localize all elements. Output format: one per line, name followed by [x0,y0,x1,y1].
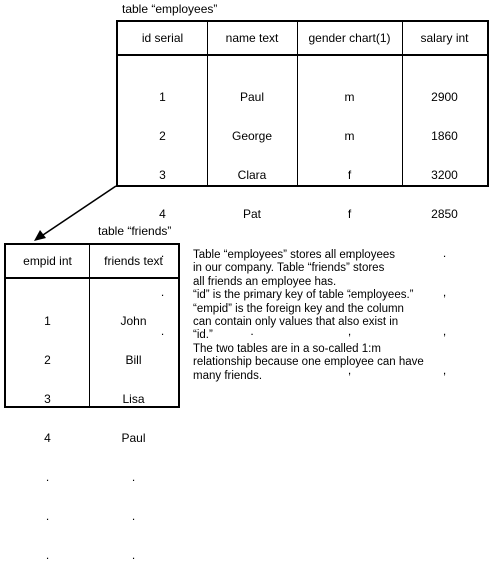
employees-id-cell: . [160,285,165,299]
friends-header-empid: empid int [23,254,72,268]
relationship-arrow-line [39,185,117,238]
friends-text-cell: Bill [125,353,142,367]
friends-column-divider [89,245,90,406]
description-line: can contain only values that also exist … [193,316,399,329]
friends-text-cell: Paul [121,431,146,445]
employees-gender-cell: m [344,129,355,143]
description-line: many friends. [193,369,263,382]
employees-header-salary: salary int [420,31,469,45]
employees-column-divider [207,22,208,185]
employees-name-cell: Clara [237,168,267,182]
friends-table: empid int friends text 1 2 3 4 . . . Joh… [4,243,180,562]
employees-salary-cell: 2900 [431,90,458,104]
description-line: “id.” [193,329,213,342]
employees-gender-cell: , [347,324,352,338]
friends-text-cell: . [131,509,136,523]
employees-name-cell: Paul [239,90,265,104]
description-line: “id” is the primary key of table “employ… [193,289,414,302]
friends-text-cell: . [131,548,136,562]
description-line: “empid” is the foreign key and the colum… [193,302,404,315]
employees-table: id serial name text gender chart(1) sala… [116,20,489,377]
employees-id-column: 1 2 3 4 . . . [118,65,207,390]
friends-empid-cell: 1 [44,314,51,328]
description-line: in our company. Table “friends” stores [193,262,385,275]
friends-empid-cell: . [45,470,50,484]
friends-text-cell: . [131,470,136,484]
employees-header-row: id serial name text gender chart(1) sala… [118,22,487,56]
employees-name-cell: . [250,246,254,260]
employees-id-cell: . [160,246,165,260]
employees-id-cell: 4 [159,207,166,221]
description-line: The two tables are in a so-called 1:m [193,342,381,355]
employees-id-cell: . [160,324,165,338]
description-text: Table “employees” stores all employees i… [193,249,424,383]
employees-header-id: id serial [141,31,184,45]
friends-empid-column: 1 2 3 4 . . . [6,289,89,588]
friends-header-row: empid int friends text [6,245,178,279]
employees-salary-cell: , [442,363,447,377]
friends-empid-cell: 3 [44,392,51,406]
description-line: all friends an employee has. [193,275,337,288]
relationship-arrow [34,185,117,241]
friends-text-cell: Lisa [122,392,145,406]
employees-table-caption: table “employees” [122,2,218,16]
friends-table-caption: table “friends” [98,224,172,238]
employees-salary-cell: 1860 [431,129,458,143]
employees-name-column: Paul George Clara Pat . . . [207,65,297,390]
employees-column-divider [297,22,298,185]
employees-name-cell: . [250,324,254,338]
employees-gender-cell: . [347,246,352,260]
employees-gender-column: m m f f . , , , [297,65,402,403]
description-line: relationship because one employee can ha… [193,356,424,369]
friends-empid-cell: . [45,509,50,523]
employees-gender-cell: f [347,207,352,221]
friends-text-cell: John [120,314,147,328]
employees-salary-cell: , [442,324,447,338]
friends-empid-cell: 4 [44,431,51,445]
description-line: Table “employees” stores all employees [193,249,395,261]
employees-column-divider [402,22,403,185]
friends-header-friends: friends text [104,254,163,268]
employees-name-cell: . [250,285,254,299]
friends-text-column: John Bill Lisa Paul . . . [89,289,178,588]
employees-salary-cell: , [442,285,447,299]
employees-salary-column: 2900 1860 3200 2850 . , , , [402,65,487,403]
employees-id-cell: 1 [159,90,166,104]
employees-salary-cell: 2850 [431,207,458,221]
employees-gender-cell: , [347,285,352,299]
employees-salary-cell: . [442,246,447,260]
friends-empid-cell: 2 [44,353,51,367]
employees-name-cell: Pat [242,207,261,221]
employees-salary-cell: 3200 [431,168,458,182]
employees-header-gender: gender chart(1) [308,31,391,45]
friends-empid-cell: . [45,548,50,562]
employees-gender-cell: m [344,90,355,104]
relationship-arrow-head [34,230,46,241]
employees-gender-cell: f [347,168,352,182]
employees-name-cell: George [231,129,273,143]
employees-id-cell: 3 [159,168,166,182]
employees-id-cell: 2 [159,129,166,143]
employees-header-name: name text [225,31,279,45]
employees-gender-cell: , [347,363,352,377]
